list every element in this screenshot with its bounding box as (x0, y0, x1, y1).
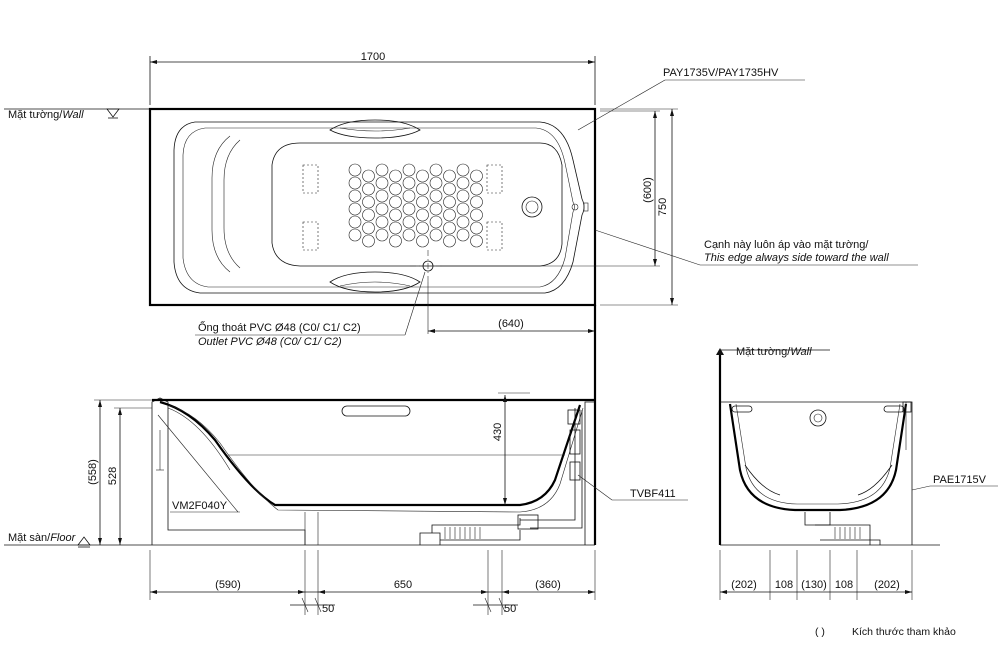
wall-left-label: Mặt tường/Wall (8, 109, 84, 121)
dim-108b-label: 108 (835, 579, 853, 591)
anti-slip-dot (402, 202, 416, 216)
dim-558-label: (558) (87, 459, 99, 485)
anti-slip-dot (362, 234, 375, 248)
anti-slip-dot (456, 202, 470, 216)
anti-slip-dot (456, 228, 470, 242)
anti-slip-dot (402, 189, 416, 203)
anti-slip-dot (402, 215, 416, 229)
dim-202a-label: (202) (731, 579, 757, 591)
anti-slip-dot (375, 228, 389, 242)
dim-640-label: (640) (498, 318, 524, 330)
anti-slip-dot (443, 182, 456, 196)
dim-528-label: 528 (107, 467, 119, 485)
dim-600-label: (600) (642, 177, 654, 203)
anti-slip-dots (348, 163, 483, 248)
anti-slip-dot (389, 182, 402, 196)
model-top-label: PAY1735V/PAY1735HV (663, 67, 779, 79)
anti-slip-dot (443, 169, 456, 183)
dim-750-label: 750 (657, 198, 669, 216)
edge-note-en: This edge always side toward the wall (704, 252, 889, 264)
anti-slip-dot (348, 189, 362, 203)
anti-slip-dot (443, 208, 456, 222)
anti-slip-dot (429, 163, 443, 177)
wall-side-label: Mặt tường/Wall (736, 346, 812, 358)
anti-slip-dot (470, 169, 483, 183)
anti-slip-dot (416, 195, 429, 209)
anti-slip-dot (470, 182, 483, 196)
anti-slip-dot (389, 234, 402, 248)
dim-1700-label: 1700 (361, 51, 385, 63)
anti-slip-dot (348, 202, 362, 216)
anti-slip-dot (429, 176, 443, 190)
anti-slip-dot (375, 202, 389, 216)
floor-label: Mặt sàn/Floor (8, 532, 77, 544)
front-view: Mặt sàn/Floor (4, 392, 688, 615)
legend-text: Kích thước tham khảo (852, 626, 956, 638)
part-pae1715v: PAE1715V (933, 474, 987, 486)
dim-650-label: 650 (394, 579, 412, 591)
anti-slip-dot (348, 176, 362, 190)
anti-slip-dot (389, 221, 402, 235)
anti-slip-dot (429, 215, 443, 229)
part-vm2f040y: VM2F040Y (172, 500, 228, 512)
anti-slip-dot (456, 176, 470, 190)
anti-slip-dot (402, 176, 416, 190)
anti-slip-dot (362, 221, 375, 235)
dim-590-label: (590) (215, 579, 241, 591)
anti-slip-dot (375, 176, 389, 190)
anti-slip-dot (470, 221, 483, 235)
anti-slip-dot (416, 234, 429, 248)
anti-slip-dot (470, 234, 483, 248)
anti-slip-dot (389, 169, 402, 183)
anti-slip-dot (402, 163, 416, 177)
anti-slip-dot (348, 215, 362, 229)
dim-430-label: 430 (492, 423, 504, 441)
side-view: Mặt tường/Wall PAE1715V (716, 346, 998, 600)
anti-slip-dot (416, 169, 429, 183)
anti-slip-dot (362, 208, 375, 222)
anti-slip-dot (443, 195, 456, 209)
outlet-label-vi: Ống thoát PVC Ø48 (C0/ C1/ C2) (198, 320, 361, 334)
anti-slip-dot (429, 228, 443, 242)
dim-202b-label: (202) (874, 579, 900, 591)
dim-108a-label: 108 (775, 579, 793, 591)
anti-slip-dot (375, 163, 389, 177)
anti-slip-dot (348, 163, 362, 177)
dim-130-label: (130) (801, 579, 827, 591)
legend-paren: ( ) (815, 626, 825, 638)
anti-slip-dot (389, 208, 402, 222)
anti-slip-dot (456, 215, 470, 229)
anti-slip-dot (375, 215, 389, 229)
anti-slip-dot (389, 195, 402, 209)
anti-slip-dot (362, 195, 375, 209)
anti-slip-dot (416, 182, 429, 196)
anti-slip-dot (429, 202, 443, 216)
anti-slip-dot (375, 189, 389, 203)
anti-slip-dot (470, 208, 483, 222)
anti-slip-dot (456, 189, 470, 203)
top-view: 1700 Mặt tường/Wall (4, 51, 918, 348)
part-tvbf411: TVBF411 (630, 488, 676, 500)
dim-360-label: (360) (535, 579, 561, 591)
anti-slip-dot (416, 208, 429, 222)
anti-slip-dot (443, 234, 456, 248)
dim-50b-label: 50 (504, 603, 516, 615)
anti-slip-dot (456, 163, 470, 177)
anti-slip-dot (348, 228, 362, 242)
anti-slip-dot (416, 221, 429, 235)
anti-slip-dot (402, 228, 416, 242)
tub-top-outline (148, 107, 597, 307)
edge-note-vi: Cạnh này luôn áp vào mặt tường/ (704, 239, 869, 251)
dim-50a-label: 50 (322, 603, 334, 615)
anti-slip-dot (362, 182, 375, 196)
anti-slip-dot (362, 169, 375, 183)
anti-slip-dot (470, 195, 483, 209)
anti-slip-dot (429, 189, 443, 203)
outlet-label-en: Outlet PVC Ø48 (C0/ C1/ C2) (198, 336, 342, 348)
anti-slip-dot (443, 221, 456, 235)
